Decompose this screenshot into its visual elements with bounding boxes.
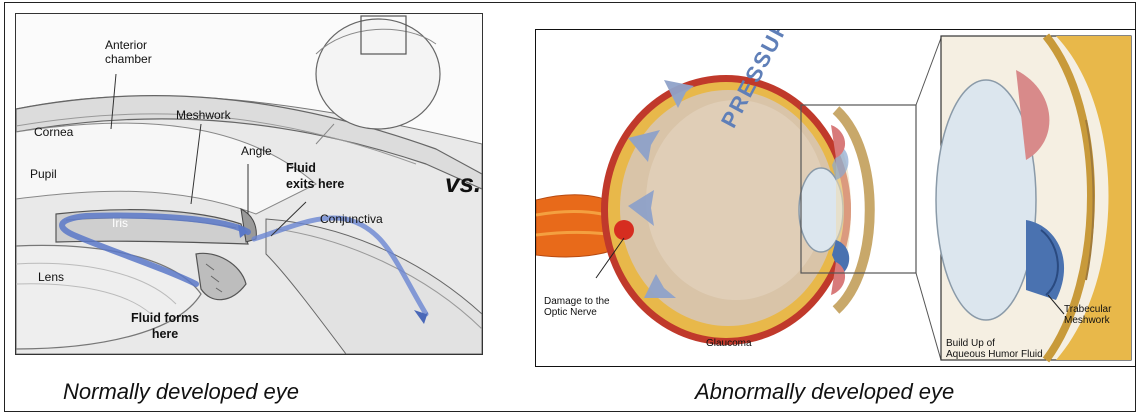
figure-frame: Anterior chamber Meshwork Cornea Angle P… bbox=[4, 2, 1136, 412]
versus-label: vs. bbox=[445, 168, 481, 199]
label-meshwork: Meshwork bbox=[176, 108, 231, 122]
label-pupil: Pupil bbox=[30, 167, 57, 181]
label-glaucoma: Glaucoma bbox=[706, 338, 752, 349]
label-optic-nerve-damage: Damage to the Optic Nerve bbox=[544, 296, 610, 318]
label-aqueous-buildup: Build Up of Aqueous Humor Fluid bbox=[946, 338, 1043, 360]
normal-eye-diagram: Anterior chamber Meshwork Cornea Angle P… bbox=[15, 13, 483, 355]
glaucoma-eye-illustration bbox=[536, 30, 1135, 366]
label-angle: Angle bbox=[241, 144, 272, 158]
caption-normal-eye: Normally developed eye bbox=[63, 379, 299, 405]
label-conjunctiva: Conjunctiva bbox=[320, 212, 383, 226]
label-fluid-forms: Fluid forms here bbox=[131, 310, 199, 342]
normal-eye-illustration bbox=[16, 14, 482, 354]
label-iris: Iris bbox=[112, 216, 128, 230]
label-lens: Lens bbox=[38, 270, 64, 284]
label-anterior-chamber: Anterior chamber bbox=[105, 38, 152, 66]
glaucoma-eye-diagram: PRESSURE Damage to the Optic Nerve Glauc… bbox=[535, 29, 1136, 367]
label-fluid-exits: Fluid exits here bbox=[286, 160, 344, 192]
label-cornea: Cornea bbox=[34, 125, 73, 139]
caption-abnormal-eye: Abnormally developed eye bbox=[695, 379, 954, 405]
label-trabecular-meshwork: Trabecular Meshwork bbox=[1064, 304, 1111, 326]
